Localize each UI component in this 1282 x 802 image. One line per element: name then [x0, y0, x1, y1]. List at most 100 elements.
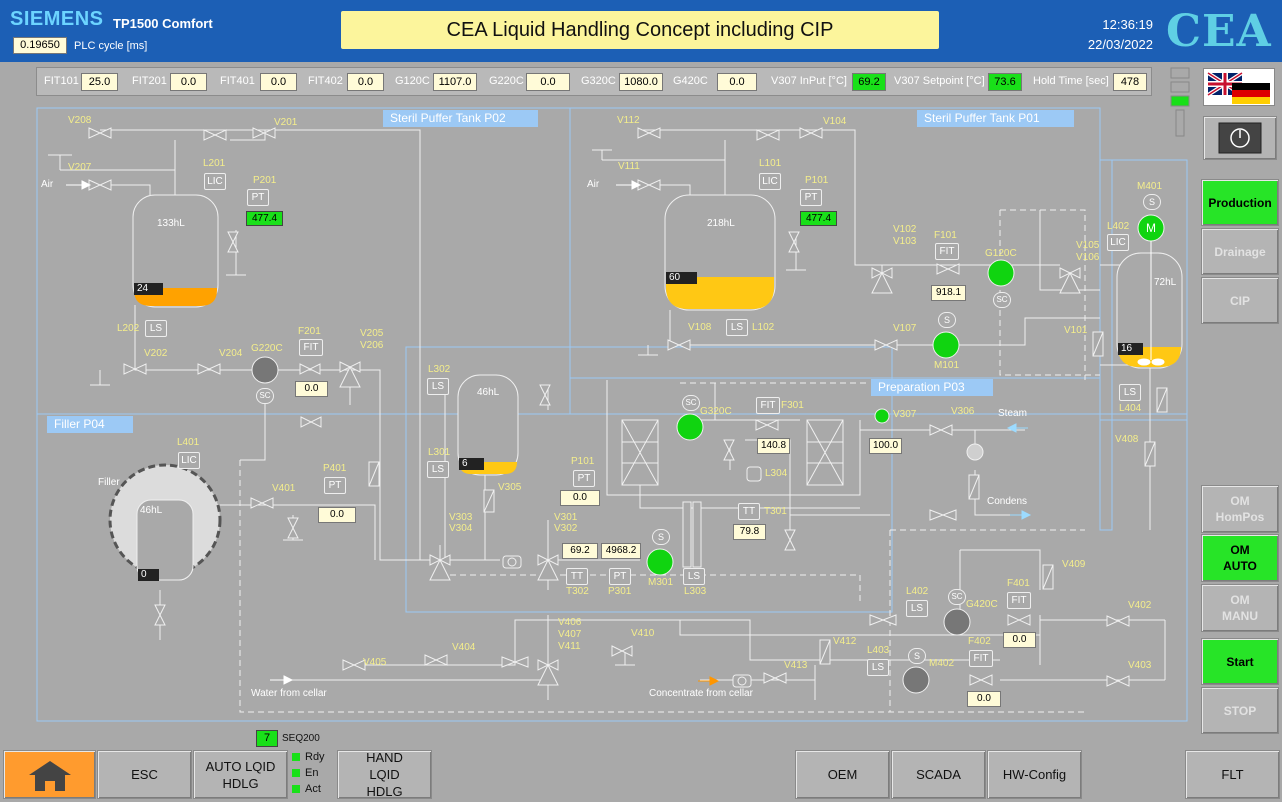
om-hompos-button[interactable]: OM HomPos — [1201, 485, 1279, 533]
ls-l403[interactable]: LS — [867, 659, 889, 676]
label-l301: L301 — [428, 447, 451, 458]
tt-t302[interactable]: TT — [566, 568, 588, 585]
filler-volume: 46hL — [140, 505, 163, 516]
label-l402-mixer: L402 — [1107, 221, 1130, 232]
meas-value-fit101: 25.0 — [81, 73, 118, 91]
sc-g120c: SC — [993, 292, 1011, 308]
pt-p401[interactable]: PT — [324, 477, 346, 494]
rdy-led-icon — [292, 753, 300, 761]
seq-step: 7 — [256, 730, 278, 747]
meas-value-hold-time: 478 — [1113, 73, 1147, 91]
label-v410: V410 — [631, 628, 655, 639]
meas-value-g120c: 1107.0 — [433, 73, 477, 91]
cip-button[interactable]: CIP — [1201, 277, 1279, 324]
fit-f301[interactable]: FIT — [756, 397, 780, 414]
language-flag-button[interactable] — [1203, 68, 1275, 106]
tank-p02-level: 24 — [134, 283, 163, 295]
label-g120c: G120C — [985, 248, 1017, 259]
label-v306: V306 — [951, 406, 975, 417]
lic-l101[interactable]: LIC — [759, 173, 781, 190]
lic-l401[interactable]: LIC — [178, 452, 200, 469]
home-button[interactable] — [3, 750, 96, 799]
pt-p201[interactable]: PT — [247, 189, 269, 206]
label-v406: V406 — [558, 617, 582, 628]
act-led-icon — [292, 785, 300, 793]
lic-l402[interactable]: LIC — [1107, 234, 1129, 251]
fit-f402[interactable]: FIT — [969, 650, 993, 667]
en-label: En — [305, 767, 319, 779]
ls-l402[interactable]: LS — [906, 600, 928, 617]
label-v205: V205 — [360, 328, 384, 339]
clock-time: 12:36:19 — [1102, 17, 1153, 32]
fit-f101[interactable]: FIT — [935, 243, 959, 260]
seq-label: SEQ200 — [282, 733, 320, 744]
lic-l201[interactable]: LIC — [204, 173, 226, 190]
label-v112: V112 — [617, 115, 640, 126]
panel-model: TP1500 Comfort — [113, 16, 213, 31]
pt-p101b[interactable]: PT — [573, 470, 595, 487]
plc-cycle-value: 0.19650 — [13, 37, 67, 54]
ls-l301[interactable]: LS — [427, 461, 449, 478]
scada-button[interactable]: SCADA — [891, 750, 986, 799]
meas-value-fit201: 0.0 — [170, 73, 207, 91]
fit-f401[interactable]: FIT — [1007, 592, 1031, 609]
value-t301: 79.8 — [733, 524, 766, 540]
ls-l202[interactable]: LS — [145, 320, 167, 337]
value-p101: 477.4 — [800, 211, 837, 226]
label-f401: F401 — [1007, 578, 1030, 589]
pt-p101[interactable]: PT — [800, 189, 822, 206]
clock-date: 22/03/2022 — [1087, 37, 1153, 52]
tt-t301[interactable]: TT — [738, 503, 760, 520]
page-title: CEA Liquid Handling Concept including CI… — [341, 11, 939, 49]
label-concentrate-from-cellar: Concentrate from cellar — [649, 688, 753, 699]
plc-cycle-label: PLC cycle [ms] — [74, 40, 148, 52]
value-f201: 0.0 — [295, 381, 328, 397]
power-icon — [1218, 122, 1262, 154]
label-v303: V303 — [449, 512, 473, 523]
label-l404: L404 — [1119, 403, 1142, 414]
label-p401: P401 — [323, 463, 347, 474]
om-hompos-label: OM HomPos — [1215, 494, 1265, 524]
label-l302: L302 — [428, 364, 451, 375]
tank-p03-level: 6 — [459, 458, 484, 470]
power-button[interactable] — [1203, 116, 1277, 160]
ls-l404[interactable]: LS — [1119, 384, 1141, 401]
auto-lqid-hdlg-button[interactable]: AUTO LQID HDLG — [193, 750, 288, 799]
home-icon — [28, 760, 71, 791]
fit-f201[interactable]: FIT — [299, 339, 323, 356]
meas-value-g320c: 1080.0 — [619, 73, 663, 91]
hand-lqid-hdlg-button[interactable]: HAND LQID HDLG — [337, 750, 432, 799]
label-v101: V101 — [1064, 325, 1088, 336]
brand-logo: SIEMENS — [10, 8, 104, 30]
oem-button[interactable]: OEM — [795, 750, 890, 799]
drainage-button[interactable]: Drainage — [1201, 228, 1279, 275]
label-f201: F201 — [298, 326, 321, 337]
meas-label-fit402: FIT402 — [308, 75, 343, 87]
tank-mixer-volume: 72hL — [1154, 277, 1177, 288]
meas-label-g420c: G420C — [673, 75, 708, 87]
label-v304: V304 — [449, 523, 473, 534]
hw-config-button[interactable]: HW-Config — [987, 750, 1082, 799]
meas-label-fit101: FIT101 — [44, 75, 79, 87]
label-v402: V402 — [1128, 600, 1152, 611]
stop-button[interactable]: STOP — [1201, 687, 1279, 734]
label-water-from-cellar: Water from cellar — [251, 688, 327, 699]
pt-p301[interactable]: PT — [609, 568, 631, 585]
meas-label-g220c: G220C — [489, 75, 524, 87]
flt-button[interactable]: FLT — [1185, 750, 1280, 799]
value-t302: 69.2 — [562, 543, 598, 559]
om-auto-button[interactable]: OM AUTO — [1201, 534, 1279, 582]
esc-button[interactable]: ESC — [97, 750, 192, 799]
label-t301: T301 — [764, 506, 787, 517]
ls-l303[interactable]: LS — [683, 568, 705, 585]
label-v302: V302 — [554, 523, 578, 534]
production-button[interactable]: Production — [1201, 179, 1279, 226]
start-button[interactable]: Start — [1201, 638, 1279, 685]
meas-value-v307-input: 69.2 — [852, 73, 886, 91]
label-air-1: Air — [41, 179, 54, 190]
om-manu-button[interactable]: OM MANU — [1201, 584, 1279, 632]
label-g320c: G320C — [700, 406, 732, 417]
ls-l102[interactable]: LS — [726, 319, 748, 336]
tank-p01-level: 60 — [666, 272, 697, 284]
ls-l302[interactable]: LS — [427, 378, 449, 395]
